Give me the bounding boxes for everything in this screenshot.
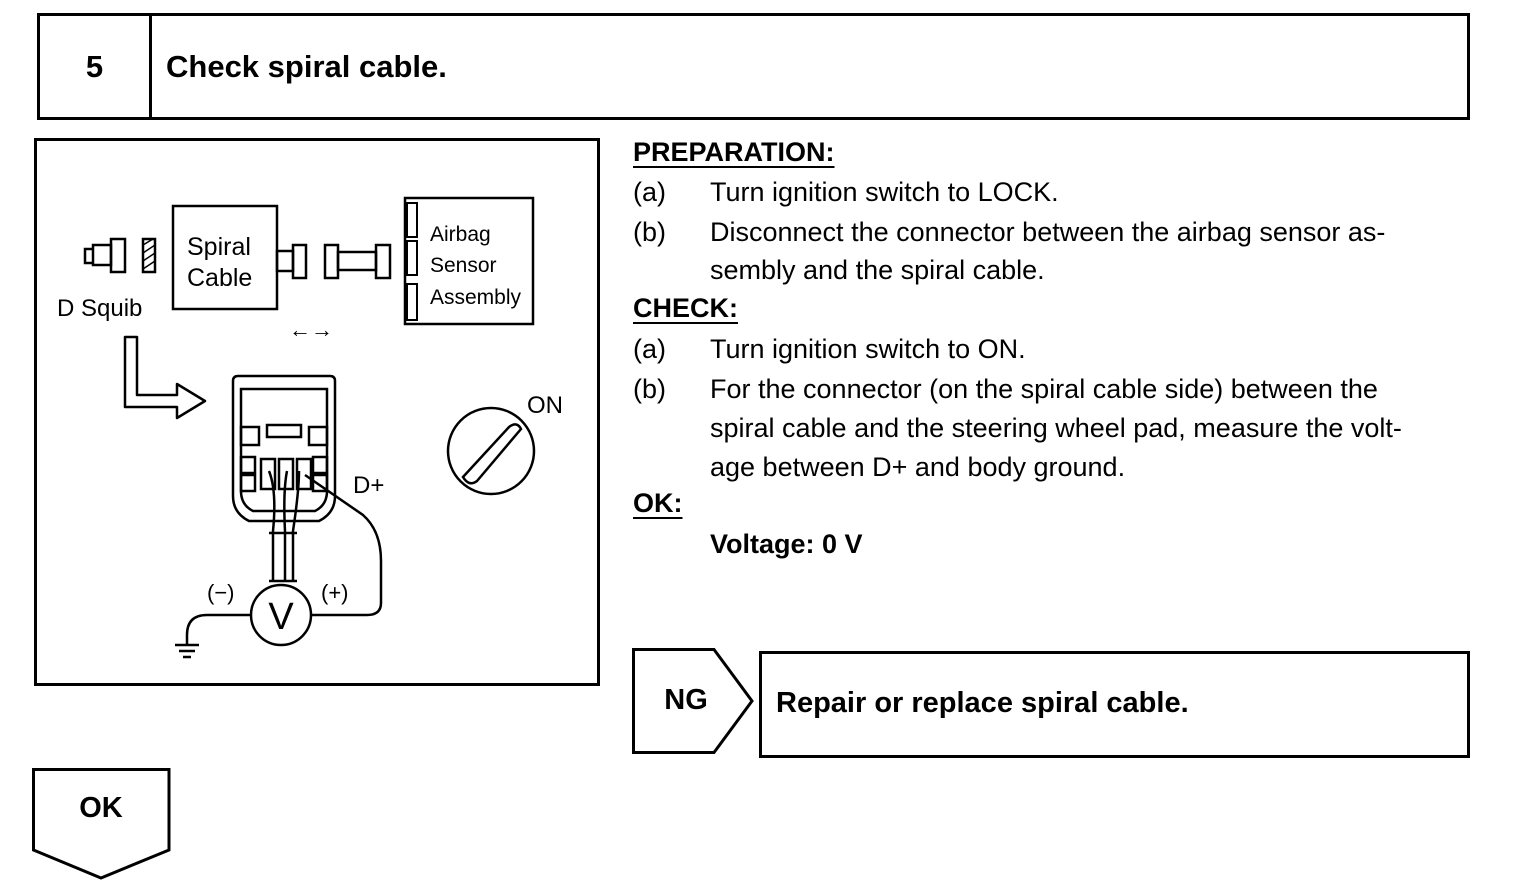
spiral-side-connector-icon [275, 243, 392, 280]
check-b-text-3: age between D+ and body ground. [710, 452, 1126, 482]
step-title: Check spiral cable. [166, 49, 447, 84]
ng-label: NG [664, 684, 708, 716]
ok-heading: OK: [633, 488, 683, 518]
ignition-switch-icon [446, 406, 536, 496]
ng-action-text: Repair or replace spiral cable. [776, 687, 1189, 719]
disconnect-arrows: ←→ [289, 317, 333, 342]
airbag-label-1: Airbag [430, 223, 491, 246]
ng-action-box: Repair or replace spiral cable. [759, 651, 1470, 758]
check-a-marker: (a) [633, 334, 666, 364]
voltmeter-v-label: V [268, 596, 294, 638]
check-b-text-1: For the connector (on the spiral cable s… [710, 374, 1378, 404]
ok-voltage-value: Voltage: 0 V [710, 529, 863, 559]
check-heading: CHECK: [633, 293, 738, 323]
prep-b-text-1: Disconnect the connector between the air… [710, 217, 1386, 247]
check-b-text-2: spiral cable and the steering wheel pad,… [710, 413, 1402, 443]
ok-tag-shape [32, 768, 171, 880]
prep-b-marker: (b) [633, 217, 666, 247]
ignition-on-label: ON [527, 392, 563, 419]
voltmeter-icon [249, 583, 313, 647]
preparation-heading: PREPARATION: [633, 137, 835, 167]
check-a-text: Turn ignition switch to ON. [710, 334, 1026, 364]
airbag-terminals-icon [406, 202, 418, 321]
connector-face-icon [231, 374, 337, 523]
negative-lead [185, 613, 251, 645]
d-squib-connector-icon [83, 237, 157, 274]
wiring-diagram: Spiral Cable Airbag Sensor Assembly D Sq… [57, 196, 563, 659]
prep-a-text: Turn ignition switch to LOCK. [710, 177, 1059, 207]
ground-symbol-icon [175, 643, 199, 659]
step-header: 5 Check spiral cable. [37, 13, 1470, 120]
inspection-figure: Spiral Cable Airbag Sensor Assembly D Sq… [34, 138, 600, 686]
harness-wires-icon [267, 470, 301, 583]
plus-probe-label: (+) [321, 580, 349, 605]
positive-lead [304, 473, 383, 617]
d-plus-label: D+ [353, 472, 384, 499]
step-number: 5 [40, 16, 152, 117]
minus-probe-label: (−) [207, 580, 235, 605]
ok-label: OK [79, 792, 123, 824]
ng-tag-shape [632, 648, 754, 754]
airbag-sensor-box [403, 196, 535, 326]
spiral-label-2: Cable [187, 264, 252, 292]
check-b-marker: (b) [633, 374, 666, 404]
prep-b-text-2: sembly and the spiral cable. [710, 255, 1045, 285]
airbag-label-3: Assembly [430, 286, 522, 309]
d-squib-label: D Squib [57, 295, 142, 322]
airbag-label-2: Sensor [430, 254, 497, 277]
spiral-label-1: Spiral [187, 233, 251, 261]
bent-arrow-icon [123, 335, 207, 420]
hatched-connector-icon [142, 238, 156, 270]
prep-a-marker: (a) [633, 177, 666, 207]
